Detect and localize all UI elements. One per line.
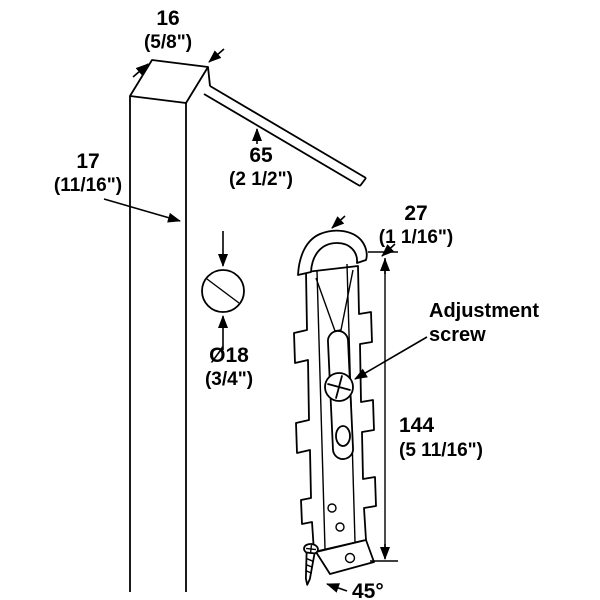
adjustment-screw-label-line1: Adjustment: [429, 300, 539, 322]
dim-144-inch: (5 11/16"): [399, 440, 483, 461]
dim-bracket-height: 144 (5 11/16"): [368, 251, 483, 562]
dim-27-inch: (1 1/16"): [379, 227, 454, 248]
dim-65-mm: 65: [249, 144, 273, 167]
dim-16-arrow-left: [132, 63, 149, 78]
slot-lower-hole: [335, 425, 351, 447]
screw-thread-1: [306, 557, 314, 562]
dim-16-inch: (5/8"): [144, 32, 192, 53]
angle-callout: 45°: [326, 580, 384, 600]
adjustment-screw-callout: Adjustment screw: [354, 300, 539, 380]
rail-bottom-edge: [203, 93, 361, 187]
dim-27-mm: 27: [404, 202, 427, 225]
dim-bracket-width: 27 (1 1/16"): [331, 202, 454, 257]
dim-16-mm: 16: [156, 7, 179, 30]
angle-leader-arrow: [326, 583, 348, 593]
screw-thread-2: [305, 563, 313, 568]
adjustment-screw-label-line2: screw: [429, 324, 486, 346]
dim-panel-thickness: 16 (5/8"): [132, 7, 225, 78]
dim-27-arrow-left: [331, 215, 346, 229]
dim-17-inch: (11/16"): [54, 175, 122, 196]
dim-18-inch: (3/4"): [205, 369, 253, 390]
dim-hole-diameter: Ø18 (3/4"): [205, 344, 253, 390]
rail-end-edge: [359, 177, 367, 187]
adjustment-screw-leader-arrow: [354, 336, 428, 380]
dim-27-arrow-right: [381, 243, 396, 257]
adjustment-screw: [324, 372, 354, 402]
mounting-rail: [203, 85, 367, 187]
bracket-screw-hole-2: [335, 522, 345, 532]
dim-17-leader-arrow: [103, 198, 181, 223]
hole-chord-line: [206, 278, 240, 304]
dim-front-edge-distance: 17 (11/16"): [54, 150, 181, 223]
dim-17-mm: 17: [76, 150, 99, 173]
dim-top-edge-distance: 65 (2 1/2"): [229, 128, 293, 190]
screw-thread-3: [305, 569, 313, 574]
foot-screw-hole: [344, 552, 356, 564]
panel-back-edge: [207, 66, 211, 87]
hanging-bracket: [293, 229, 377, 575]
dim-144-mm: 144: [399, 414, 434, 437]
panel: [129, 59, 211, 592]
dim-65-inch: (2 1/2"): [229, 169, 293, 190]
mounting-hole: [201, 231, 245, 350]
bracket-screw-hole-1: [327, 503, 337, 513]
rail-top-edge: [209, 85, 367, 179]
angle-label: 45°: [352, 580, 384, 600]
bracket-fold-line-left: [316, 270, 326, 550]
dim-18-mm: Ø18: [209, 344, 249, 367]
dim-16-arrow-right: [208, 48, 225, 63]
screw-slot-line-2: [309, 544, 313, 554]
bracket-hook: [297, 229, 368, 276]
screw-cross-horizontal: [327, 383, 351, 391]
mounting-screw: [303, 543, 319, 586]
